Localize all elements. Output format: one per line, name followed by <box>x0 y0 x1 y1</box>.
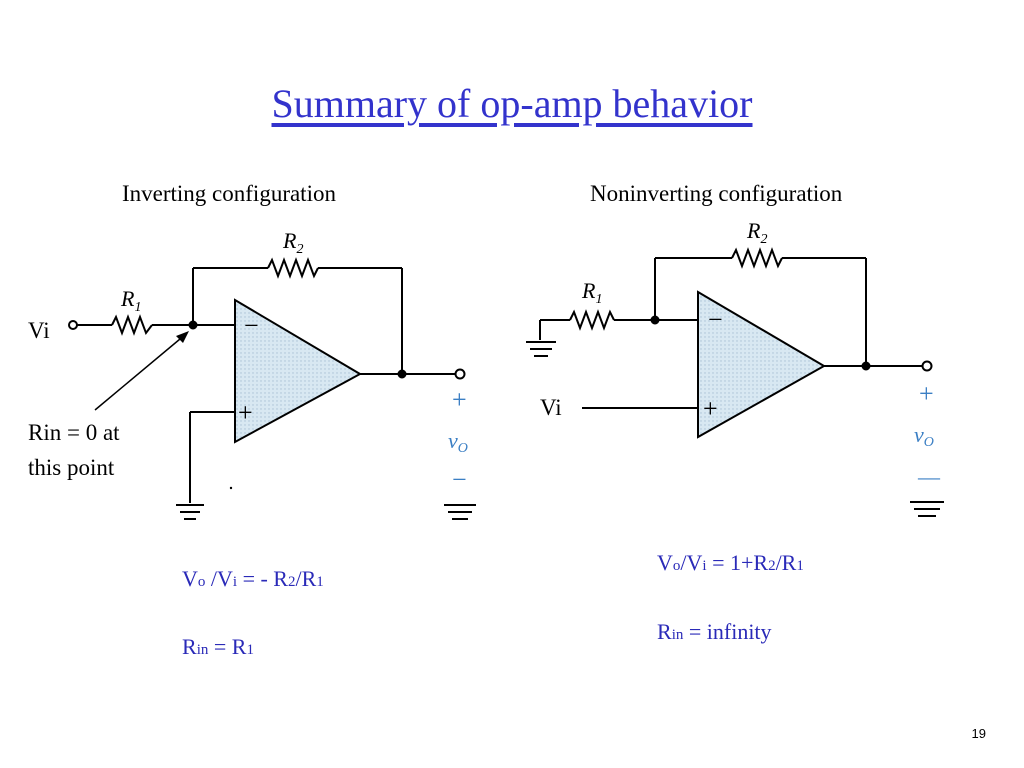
inverting-rin-equation: Rin = R1 <box>182 634 254 659</box>
noninverting-output-node <box>861 361 871 371</box>
inverting-output-ground-icon <box>444 504 476 520</box>
inverting-plus-sign: + <box>238 398 253 427</box>
inverting-output-label: vO <box>448 428 468 456</box>
noninverting-gain-equation: Vo/Vi = 1+R2/R1 <box>657 550 804 575</box>
inverting-minus-sign: − <box>244 311 259 340</box>
annotation-arrow <box>94 333 187 411</box>
inverting-heading: Inverting configuration <box>122 181 336 206</box>
inverting-r2-label: R2 <box>282 228 303 257</box>
inverting-r2-resistor <box>267 257 319 279</box>
inverting-input-label: Vi <box>28 318 50 343</box>
noninverting-output-terminal <box>921 360 933 372</box>
inverting-ground-icon <box>176 504 204 520</box>
noninverting-opamp <box>697 290 827 439</box>
noninverting-ground-icon <box>526 341 556 357</box>
noninverting-r2-label: R2 <box>746 218 767 247</box>
inverting-output-node <box>397 369 407 379</box>
noninverting-r1-resistor <box>569 309 615 331</box>
noninverting-r1-label: R1 <box>581 278 602 307</box>
noninverting-minus-sign: − <box>708 305 723 334</box>
slide-title: Summary of op-amp behavior <box>271 81 753 126</box>
annotation-line-1: Rin = 0 at <box>28 420 120 445</box>
inverting-input-terminal <box>68 320 78 330</box>
inverting-gain-equation: Vo /Vi = - R2/R1 <box>182 566 324 591</box>
inverting-output-terminal <box>454 368 466 380</box>
inverting-output-minus: − <box>452 465 467 494</box>
noninverting-circuit <box>526 247 944 517</box>
noninverting-output-minus: — <box>917 464 941 489</box>
inverting-r1-label: R1 <box>120 286 141 315</box>
inverting-opamp <box>234 298 363 444</box>
noninverting-input-label: Vi <box>540 395 562 420</box>
noninverting-output-label: vO <box>914 422 934 450</box>
noninverting-r2-resistor <box>731 247 783 269</box>
annotation-arrowhead <box>176 331 189 343</box>
annotation-line-2: this point <box>28 455 115 480</box>
noninverting-heading: Noninverting configuration <box>590 181 843 206</box>
inverting-output-plus: + <box>452 385 467 414</box>
page-number: 19 <box>971 726 986 741</box>
noninverting-output-plus: + <box>919 379 934 408</box>
noninverting-output-ground-icon <box>910 501 944 517</box>
inverting-circuit <box>68 257 476 520</box>
inverting-r1-resistor <box>111 314 153 336</box>
noninverting-plus-sign: + <box>703 394 718 423</box>
noninverting-rin-equation: Rin = infinity <box>657 619 772 644</box>
